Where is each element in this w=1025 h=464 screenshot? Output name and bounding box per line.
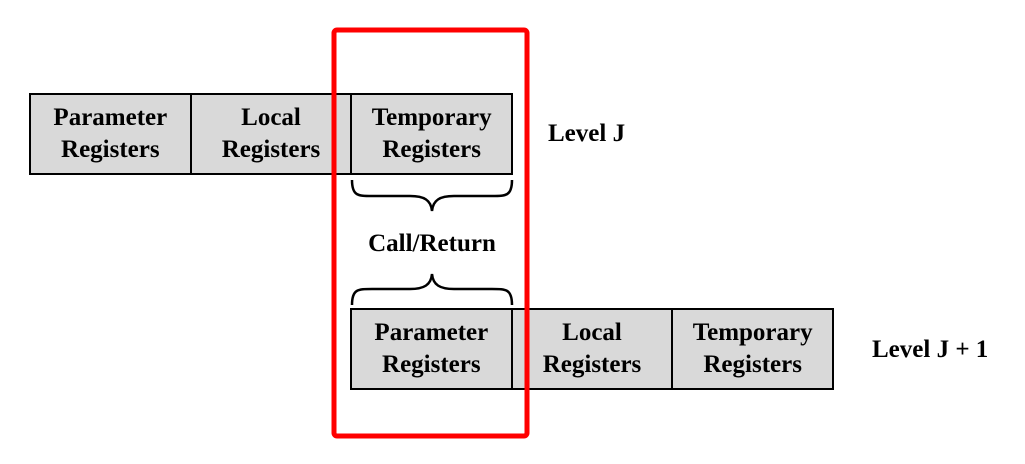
cell-line: Parameter — [374, 319, 489, 346]
cell-line: Registers — [61, 136, 160, 163]
level-j-window: Parameter Registers Local Registers Temp… — [29, 93, 513, 175]
cell-line: Registers — [221, 136, 321, 163]
cell-line: Registers — [703, 351, 802, 378]
level-j-local-registers: Local Registers — [189, 95, 351, 173]
brace-up — [350, 273, 514, 306]
level-j1-label: Level J + 1 — [872, 336, 989, 363]
level-j1-local-registers: Local Registers — [510, 310, 672, 388]
cell-line: Temporary — [692, 319, 813, 346]
level-j1-parameter-registers: Parameter Registers — [352, 310, 511, 388]
level-j1-window: Parameter Registers Local Registers Temp… — [350, 308, 834, 390]
level-j-temporary-registers: Temporary Registers — [350, 95, 511, 173]
cell-line: Parameter — [53, 104, 168, 131]
cell-line: Registers — [382, 351, 481, 378]
level-j-parameter-registers: Parameter Registers — [31, 95, 190, 173]
cell-line: Registers — [542, 351, 642, 378]
level-j1-temporary-registers: Temporary Registers — [671, 310, 832, 388]
cell-line: Registers — [382, 136, 481, 163]
cell-line: Local — [241, 104, 301, 131]
brace-down — [350, 179, 514, 212]
call-return-label: Call/Return — [368, 230, 496, 257]
cell-line: Local — [562, 319, 622, 346]
level-j-label: Level J — [548, 120, 626, 147]
cell-line: Temporary — [371, 104, 492, 131]
